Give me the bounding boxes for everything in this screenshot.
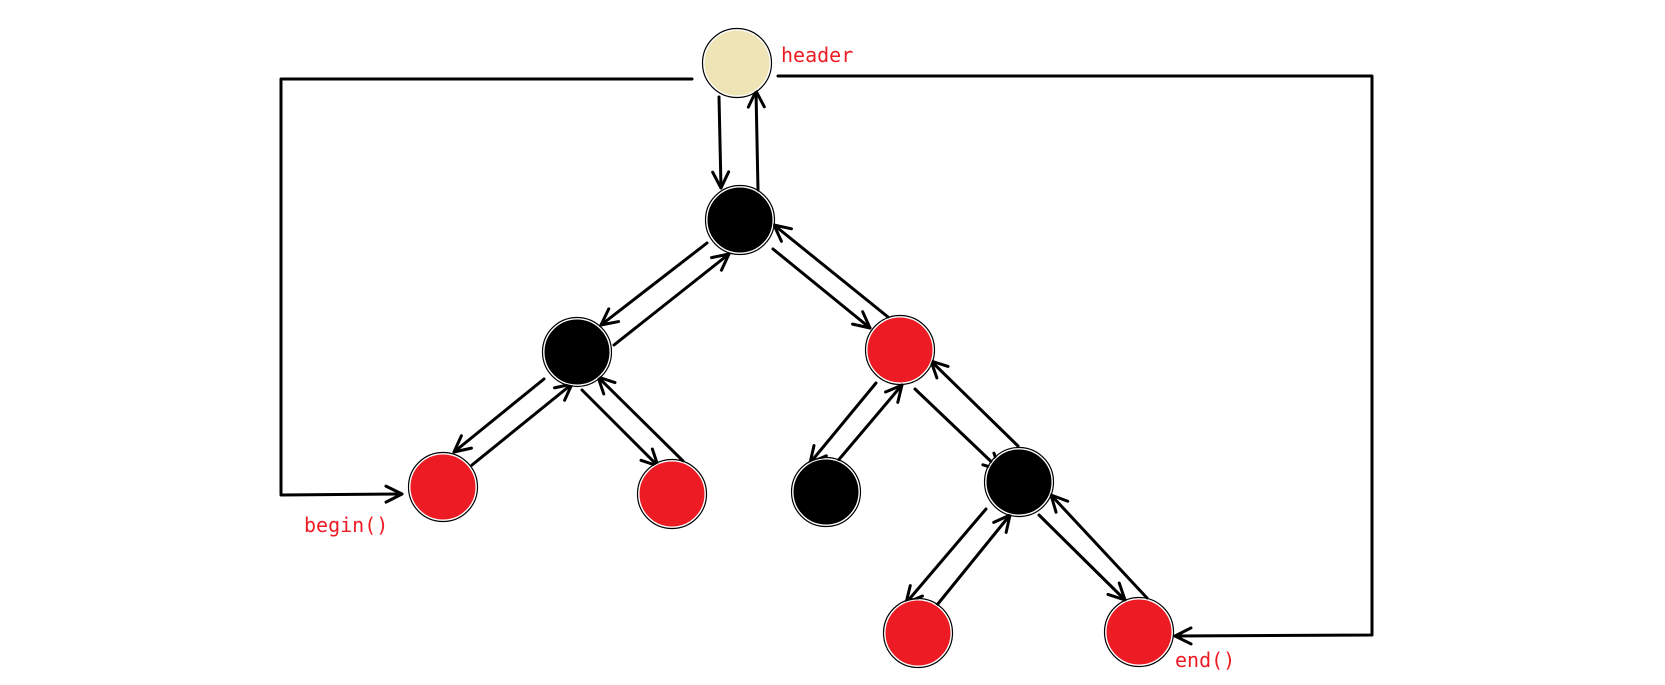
node-root-ring xyxy=(704,184,776,256)
node-root-left-fill xyxy=(543,318,611,386)
edge-header-to-end xyxy=(776,74,1374,646)
node-left-left xyxy=(407,451,479,523)
node-rr-left-ring xyxy=(882,597,954,669)
edge-right-left-to-root-right xyxy=(834,383,904,465)
edges xyxy=(279,74,1374,646)
node-header xyxy=(701,27,773,99)
node-root-left-ring xyxy=(541,316,613,388)
end-label: end() xyxy=(1175,648,1235,672)
node-rr-right-ring xyxy=(1103,596,1175,668)
node-left-right-ring xyxy=(636,458,708,530)
labels: header begin() end() xyxy=(304,43,1235,672)
edge-header-to-root xyxy=(711,95,731,190)
node-left-left-fill xyxy=(409,453,477,521)
node-root xyxy=(704,184,776,256)
node-root-right-ring xyxy=(864,314,936,386)
node-right-left-ring xyxy=(790,456,862,528)
edge-root-left-to-root xyxy=(612,252,731,347)
begin-label: begin() xyxy=(304,513,388,537)
node-left-right xyxy=(636,458,708,530)
edge-left-left-to-root-left xyxy=(470,382,574,467)
edge-right-right-to-root-right xyxy=(929,359,1020,448)
node-right-right-fill xyxy=(985,448,1053,516)
node-rr-left-fill xyxy=(884,599,952,667)
edge-right-right-to-rr-left xyxy=(904,507,988,605)
edge-root-to-root-right xyxy=(771,247,872,330)
node-header-fill xyxy=(703,29,771,97)
edge-root-right-to-root xyxy=(772,223,890,319)
edge-rr-right-to-right-right xyxy=(1049,493,1149,600)
node-right-left-fill xyxy=(792,458,860,526)
node-root-left xyxy=(541,316,613,388)
header-label: header xyxy=(781,43,853,67)
node-rr-left xyxy=(882,597,954,669)
edge-root-to-root-left xyxy=(599,241,709,327)
edge-root-left-to-left-right xyxy=(580,388,660,468)
node-left-right-fill xyxy=(638,460,706,528)
node-left-left-ring xyxy=(407,451,479,523)
node-rr-right-fill xyxy=(1105,598,1173,666)
edge-right-right-to-rr-right xyxy=(1037,513,1127,602)
edge-header-to-begin xyxy=(279,77,694,504)
edge-root-to-header xyxy=(746,89,766,192)
edge-left-right-to-root-left xyxy=(596,375,685,463)
node-right-left xyxy=(790,456,862,528)
edge-root-left-to-left-left xyxy=(452,377,546,454)
edge-root-right-to-right-left xyxy=(808,381,878,465)
edge-root-right-to-right-right xyxy=(913,387,1002,472)
node-root-right xyxy=(864,314,936,386)
node-right-right-ring xyxy=(983,446,1055,518)
node-header-ring xyxy=(701,27,773,99)
node-root-fill xyxy=(706,186,774,254)
node-right-right xyxy=(983,446,1055,518)
node-root-right-fill xyxy=(866,316,934,384)
node-rr-right xyxy=(1103,596,1175,668)
nodes xyxy=(407,27,1175,669)
edge-rr-left-to-right-right xyxy=(935,513,1012,607)
